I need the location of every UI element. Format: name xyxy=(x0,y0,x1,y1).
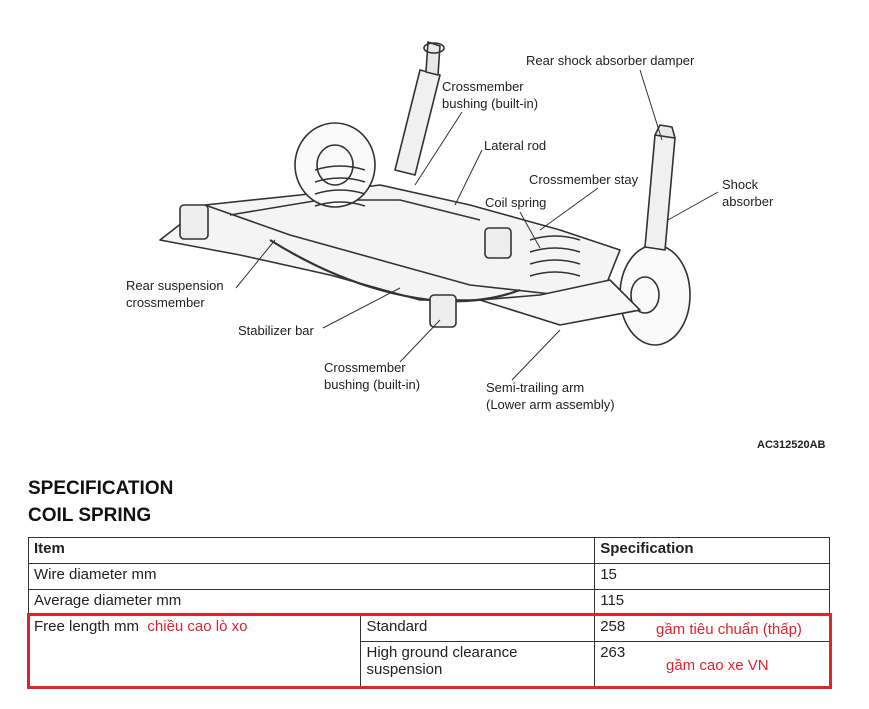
row-value: 15 xyxy=(594,563,830,590)
highlight-box xyxy=(27,613,832,689)
label-crossmember-bushing-bottom-2: bushing (built-in) xyxy=(324,377,421,392)
free-length-label: Free length mm xyxy=(34,618,140,635)
table-header-row: Item Specification xyxy=(27,537,830,564)
label-crossmember-bushing-bottom-1: Crossmember xyxy=(324,360,406,375)
figure-code: AC312520AB xyxy=(757,439,826,451)
row-item: Average diameter mm xyxy=(27,589,596,616)
label-coil-spring: Coil spring xyxy=(485,195,547,210)
label-rear-shock-damper: Rear shock absorber damper xyxy=(526,53,695,68)
table-row: Average diameter mm 115 xyxy=(27,589,830,616)
header-spec: Specification xyxy=(594,537,830,564)
label-shock-absorber-1: Shock xyxy=(722,177,759,192)
subsection-heading: COIL SPRING xyxy=(28,505,152,526)
table-row: High ground clearance suspension 263 xyxy=(29,641,830,687)
standard-label: Standard xyxy=(360,615,596,642)
label-lateral-rod: Lateral rod xyxy=(484,138,547,153)
label-rear-suspension-crossmember-2: crossmember xyxy=(126,295,205,310)
rear-suspension-diagram xyxy=(159,41,719,381)
free-length-note: chiều cao lò xo xyxy=(147,618,248,635)
label-crossmember-bushing-top-2: bushing (built-in) xyxy=(442,96,539,111)
label-stabilizer-bar: Stabilizer bar xyxy=(238,323,314,338)
label-crossmember-bushing-top-1: Crossmember xyxy=(442,79,524,94)
label-rear-suspension-crossmember-1: Rear suspension xyxy=(126,278,224,293)
label-semi-trailing-arm-1: Semi-trailing arm xyxy=(486,380,585,395)
standard-note: gầm tiêu chuẩn (thấp) xyxy=(656,621,802,638)
label-semi-trailing-arm-2: (Lower arm assembly) xyxy=(486,397,615,412)
free-length-cell: Free length mm chiều cao lò xo xyxy=(27,615,362,687)
table-row: Wire diameter mm 15 xyxy=(27,563,830,590)
label-shock-absorber-2: absorber xyxy=(722,194,774,209)
label-crossmember-stay: Crossmember stay xyxy=(529,172,639,187)
section-heading: SPECIFICATION xyxy=(28,478,174,499)
header-item: Item xyxy=(27,537,596,564)
spec-table: Item Specification Wire diameter mm 15 A… xyxy=(27,537,830,687)
row-item: Wire diameter mm xyxy=(27,563,596,590)
high-clearance-label: High ground clearance suspension xyxy=(360,641,596,687)
table-row: Free length mm chiều cao lò xo Standard … xyxy=(27,615,830,687)
high-clearance-note: gầm cao xe VN xyxy=(666,657,769,674)
row-value: 115 xyxy=(594,589,830,616)
